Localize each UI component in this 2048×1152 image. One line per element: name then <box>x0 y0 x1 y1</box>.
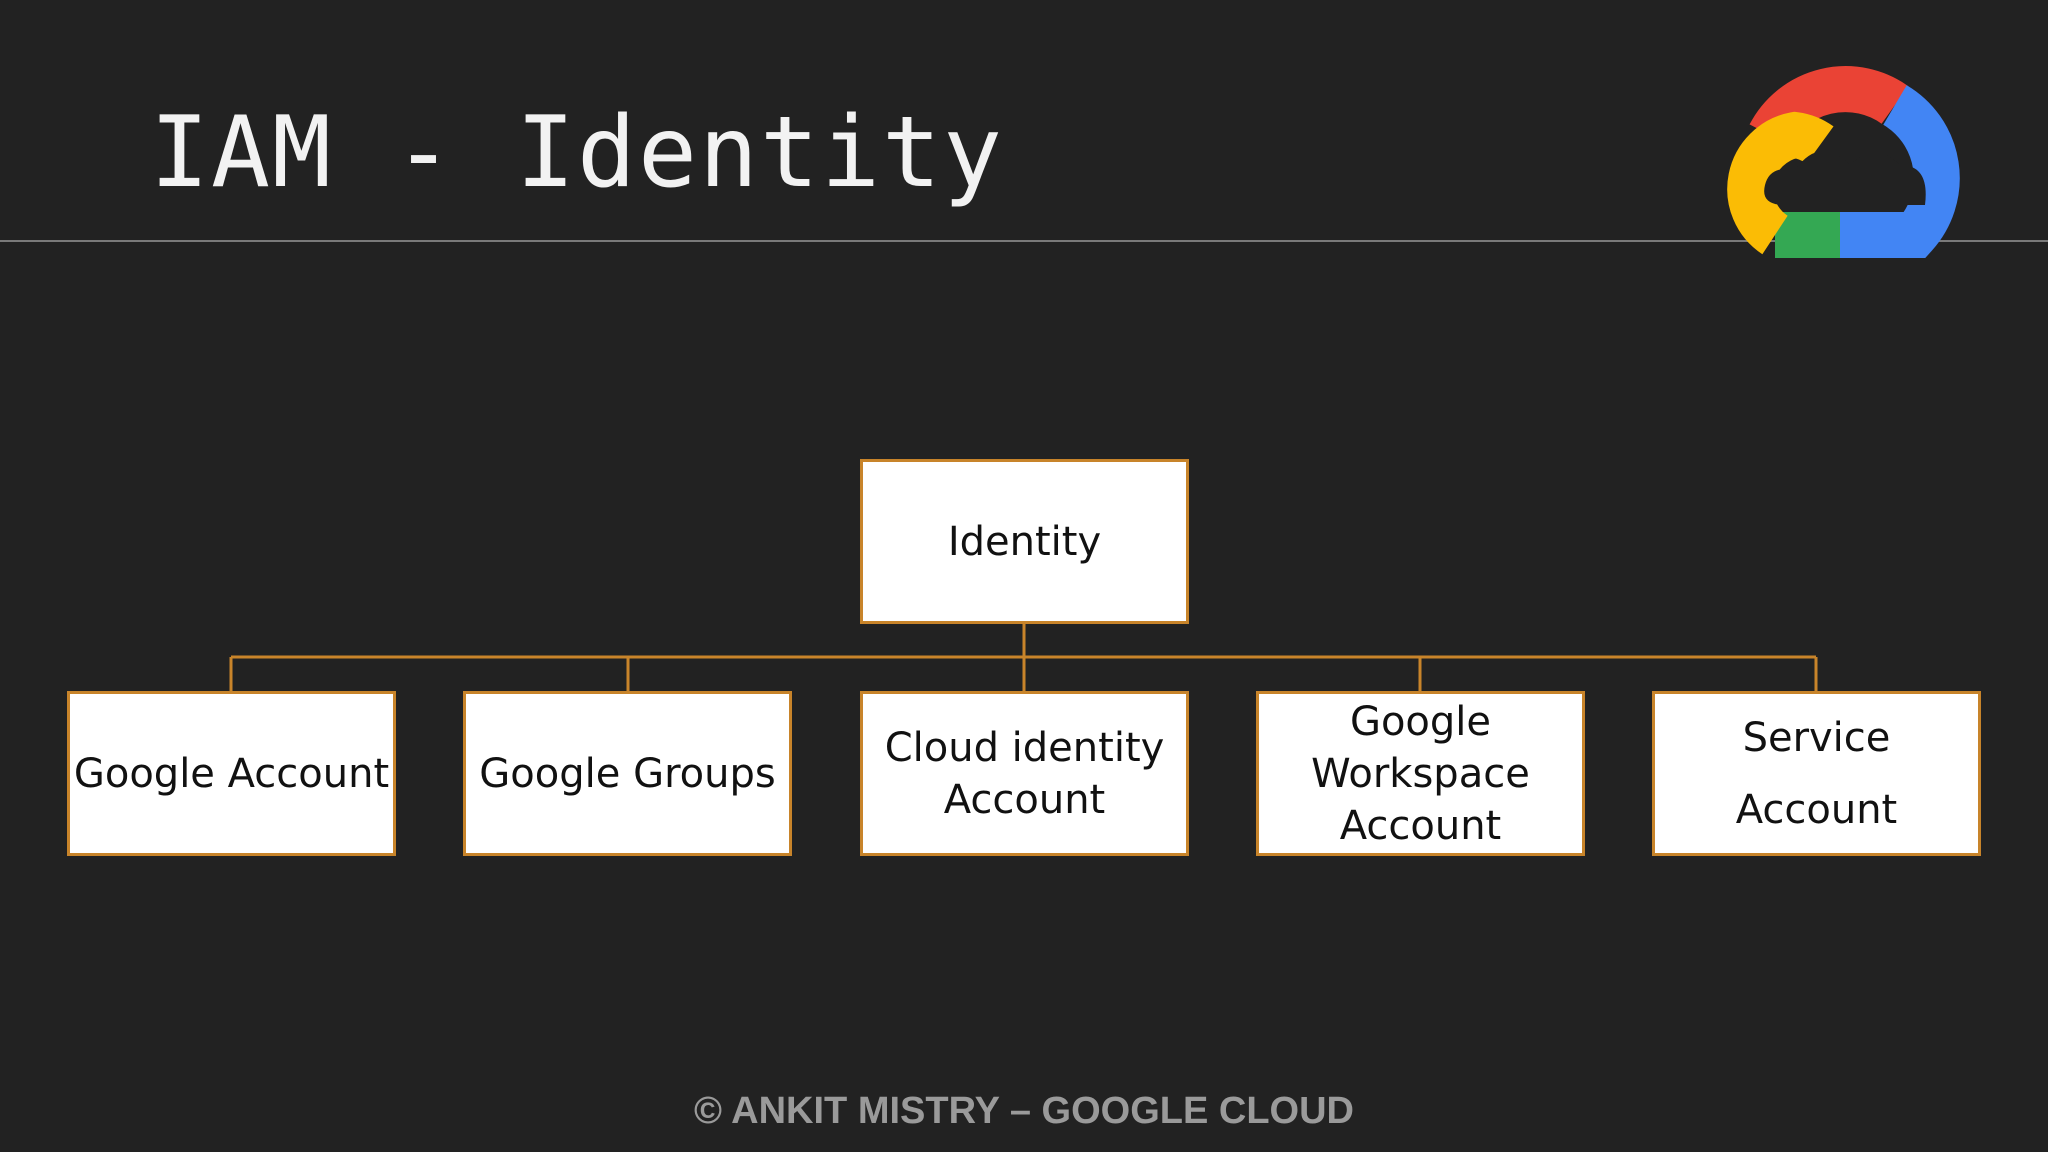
cloud-identity-account-node: Cloud identity Account <box>860 691 1189 856</box>
google-groups-node: Google Groups <box>463 691 792 856</box>
title-divider <box>0 240 2048 242</box>
identity-node: Identity <box>860 459 1189 624</box>
google-cloud-logo-icon <box>1727 66 1960 258</box>
google-account-node: Google Account <box>67 691 396 856</box>
slide-title: IAM - Identity <box>150 96 1005 210</box>
google-workspace-account-node: Google Workspace Account <box>1256 691 1585 856</box>
service-account-node: Service Account <box>1652 691 1981 856</box>
copyright-footer: © ANKIT MISTRY – GOOGLE CLOUD <box>694 1090 1354 1132</box>
